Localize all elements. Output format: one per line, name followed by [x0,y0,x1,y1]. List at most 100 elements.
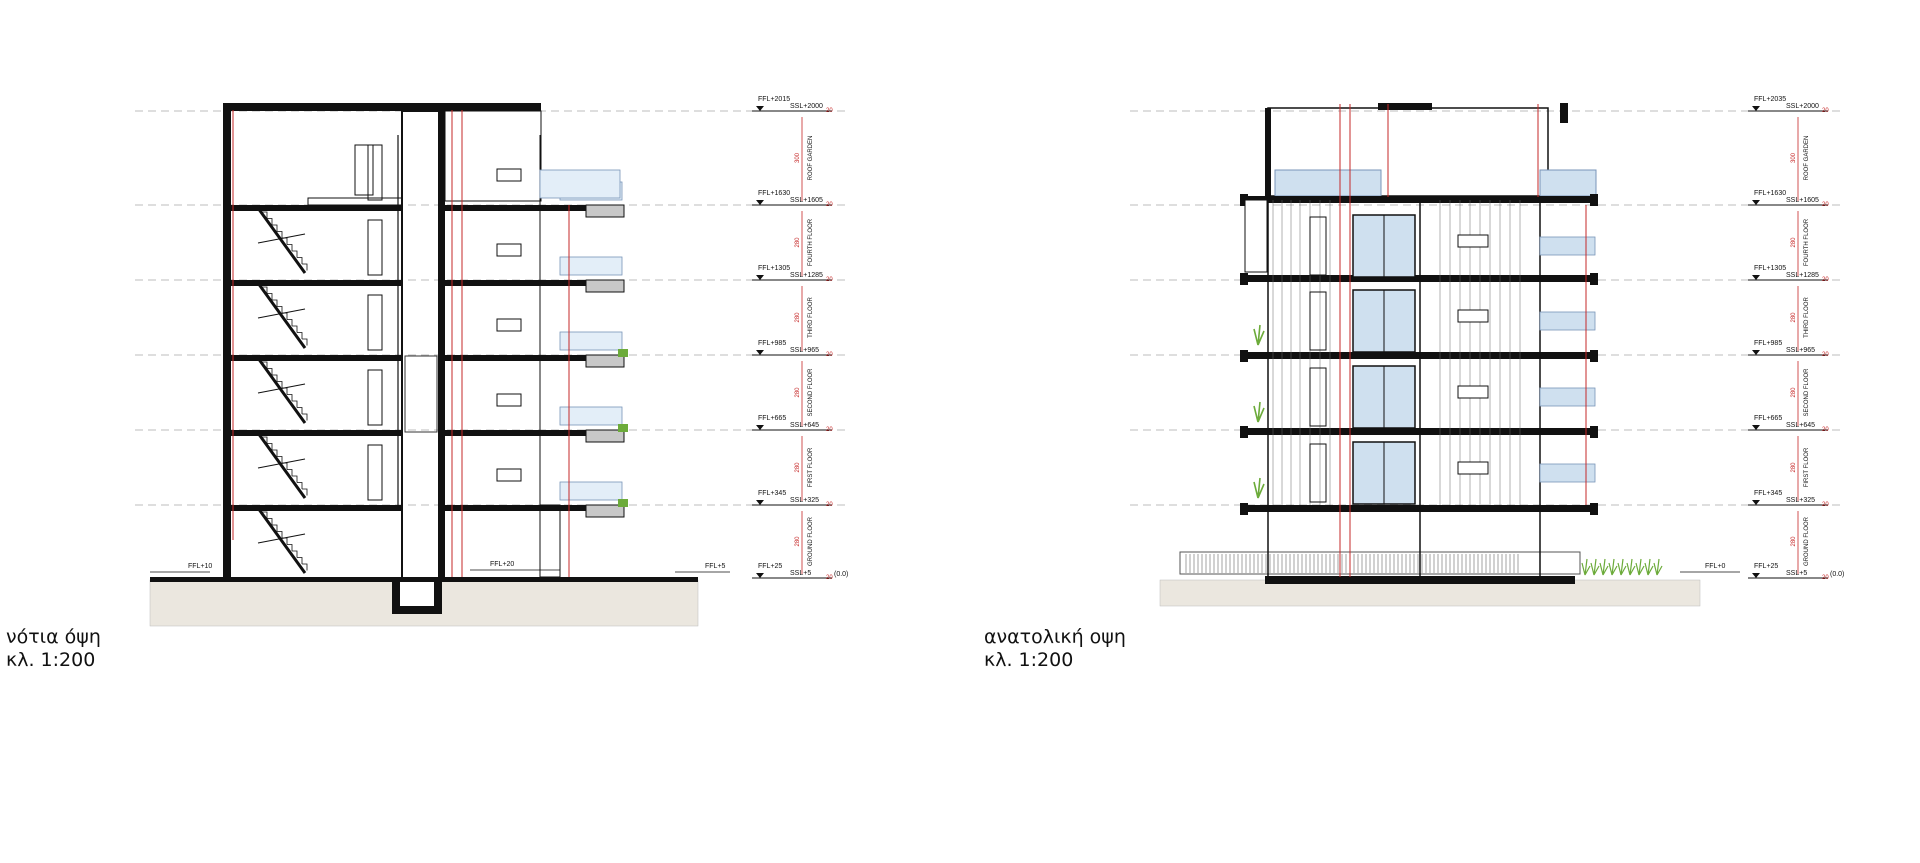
window [496,468,522,482]
stair-step [287,394,293,401]
stair-step [292,325,298,333]
stair-step [272,299,278,307]
ffl-label: FFL+665 [758,415,786,422]
stair-step [277,531,283,538]
ssl-label: SSL+1285 [790,272,823,279]
east-windows [1244,199,1596,505]
balcony-glass [1539,311,1596,331]
level-marker [756,275,764,280]
stair-step [277,231,283,238]
slab-edge [1240,503,1248,515]
floor-name-label: ROOF GARDEN [1804,136,1810,181]
fence-bars [1185,554,1519,573]
slab-edge [1240,426,1248,438]
ground-plant [1635,558,1645,576]
ssl-label: SSL+2000 [1786,103,1819,110]
stair-step [297,257,303,264]
window [496,393,522,407]
ssl-label: SSL+965 [1786,347,1815,354]
ground-plant [1653,558,1663,576]
stair-step [297,407,303,414]
stair-step [262,436,268,444]
balcony-planter [585,354,625,368]
ground-mark-south-3: FFL+5 [675,563,730,573]
stair-flight [256,207,307,274]
stair-step [297,557,303,564]
small-window [1457,385,1489,399]
height-label: 280 [1791,237,1797,248]
south-floor-slabs [223,110,586,578]
ssl-label: SSL+5 [790,570,811,577]
stair-flight [256,507,307,574]
east-floor-slabs [1240,194,1598,577]
ffl-label: FFL+2015 [758,96,790,103]
slab-edge [1590,426,1598,438]
balcony-planter [585,429,625,443]
height-label: 280 [795,536,801,547]
pit-inner [400,580,434,606]
height-label: 280 [795,312,801,323]
stair-step [282,237,288,245]
ground-wall [539,504,561,578]
dim-label: 20 [826,575,833,581]
floor-slab [444,205,586,211]
roof-terrace-glass-r [1539,169,1597,197]
ffl-label: FFL+665 [1754,415,1782,422]
floor-name-label: ROOF GARDEN [808,136,814,181]
south-balconies [539,169,628,518]
floor-slab [444,280,586,286]
stair-window [1244,199,1268,273]
stair-step [287,544,293,551]
stair-step [277,456,283,463]
height-label: 300 [1791,152,1797,163]
ssl-label: SSL+2000 [790,103,823,110]
stair-step [267,293,273,300]
ground-mark-south-2: FFL+20 [470,561,560,571]
stair-step [287,469,293,476]
stair-handrail [257,533,306,544]
stair-step [267,368,273,375]
side-window [1309,291,1327,351]
caption-title: νότια όψη [6,626,101,648]
plant [1253,477,1265,499]
door [367,369,383,426]
roof-cap-mid [1378,103,1432,110]
stair-step [282,387,288,395]
balcony-glass [1539,236,1596,256]
ffl-label: FFL+1630 [1754,190,1786,197]
floor-name-label: THIRD FLOOR [808,297,814,338]
floor-name-label: FIRST FLOOR [808,447,814,487]
ground-plant [1581,558,1591,576]
level-marker [1752,573,1760,578]
stair-handrail [257,458,306,469]
floor-name-label: GROUND FLOOR [808,516,814,566]
ground-mark-label: FFL+10 [188,563,212,570]
stair-step [292,475,298,483]
height-label: 280 [1791,312,1797,323]
stair-step [287,319,293,326]
dim-label: 20 [1822,427,1829,433]
dim-label: 20 [826,352,833,358]
level-marker [756,425,764,430]
side-window [1309,216,1327,276]
ffl-label: FFL+25 [758,563,782,570]
stair-step [287,244,293,251]
floor-name-label: THIRD FLOOR [1804,297,1810,338]
dim-label: 20 [826,108,833,114]
dim-label: 20 [1822,108,1829,114]
level-marker [1752,106,1760,111]
roof-parapet [307,197,403,206]
stair-step [267,443,273,450]
ground-mark-south-1: FFL+10 [150,563,212,573]
roof-cap-left [1265,108,1271,196]
dim-label: 20 [826,427,833,433]
small-window [1457,461,1489,475]
caption-scale: κλ. 1:200 [984,649,1074,671]
stair-step [262,361,268,369]
floor-slab [1243,196,1598,203]
stair-step [302,488,308,496]
balcony-planter [585,279,625,293]
ffl-label: FFL+1630 [758,190,790,197]
